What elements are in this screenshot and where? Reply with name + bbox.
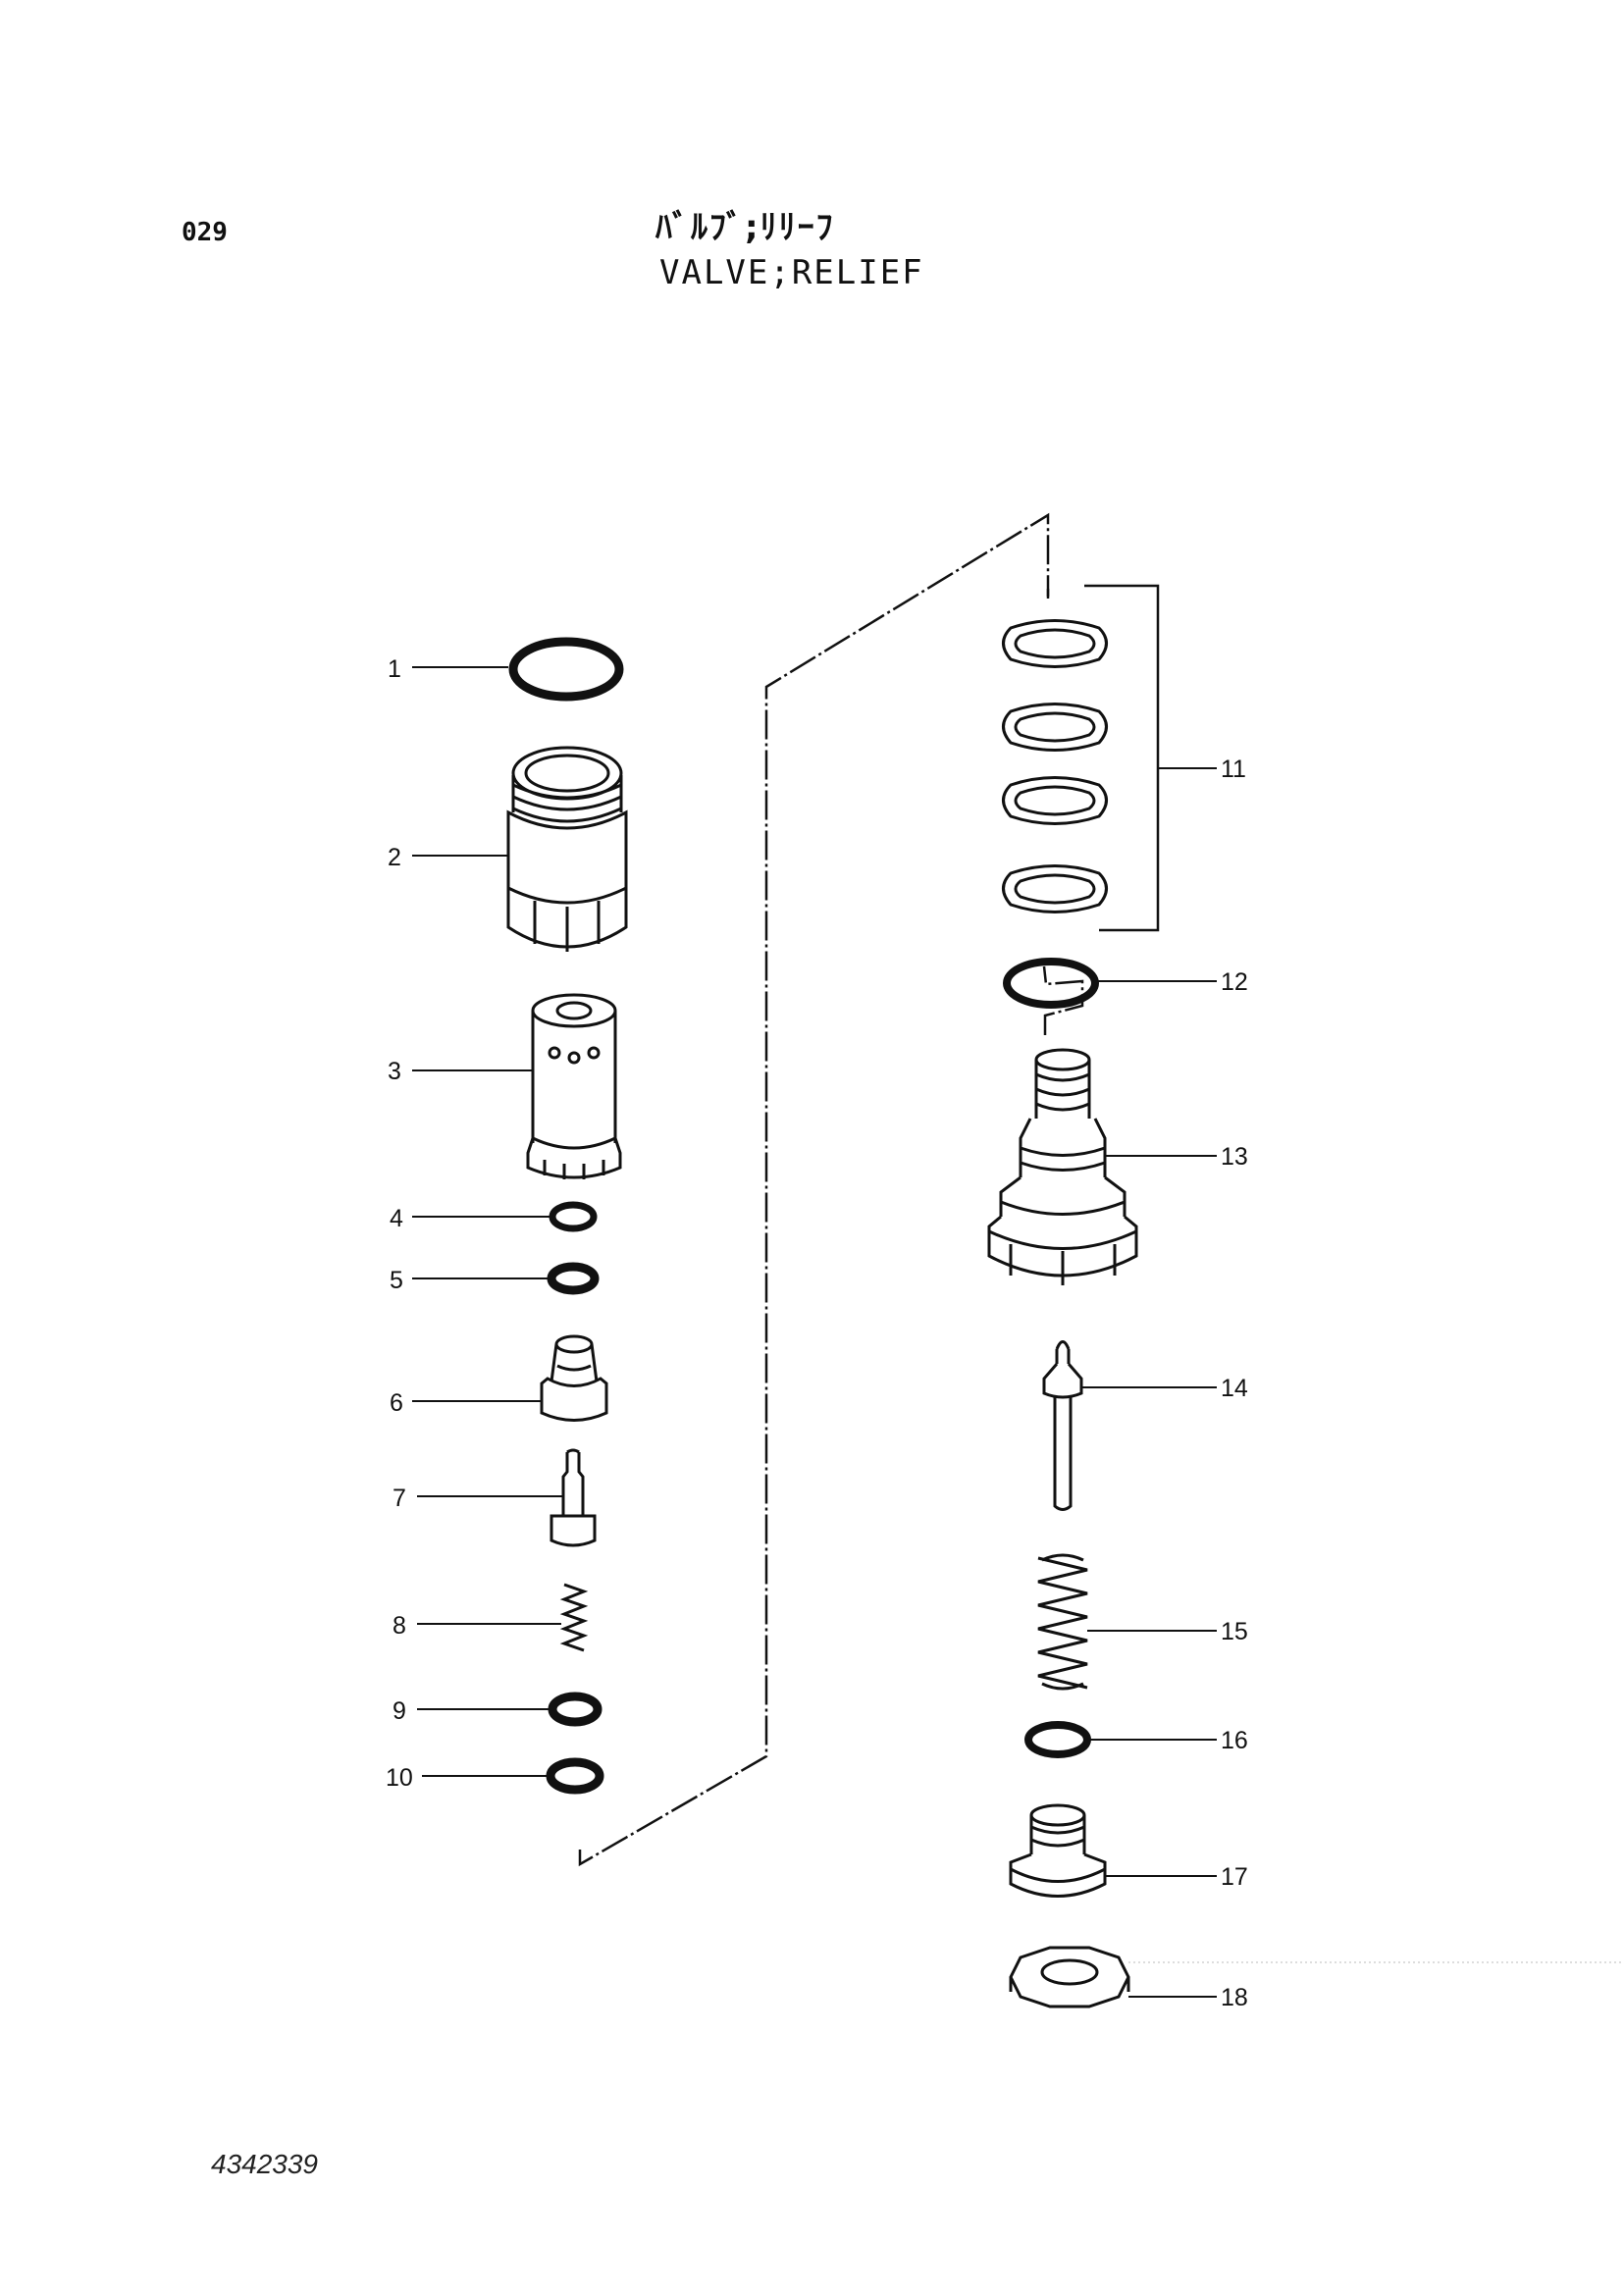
- callout-4: 4: [390, 1205, 403, 1232]
- part-6-poppet-seat: [412, 1334, 608, 1422]
- part-12-o-ring: [1003, 958, 1217, 1009]
- part-10-o-ring: [422, 1757, 604, 1795]
- callout-8: 8: [393, 1612, 406, 1640]
- part-11-backup-rings: [1002, 584, 1217, 932]
- callout-labels: 1 2 3 4 5 6 7 8 9 10 11 12 13 14 15 16 1…: [386, 655, 1248, 2011]
- part-13-cartridge: [987, 1048, 1217, 1285]
- callout-1: 1: [388, 655, 401, 683]
- callout-5: 5: [390, 1267, 403, 1294]
- callout-11: 11: [1221, 756, 1246, 783]
- part-14-poppet: [1042, 1340, 1217, 1511]
- part-5-o-ring: [412, 1262, 600, 1295]
- part-9-o-ring: [417, 1692, 602, 1727]
- title-english: VALVE;RELIEF: [659, 253, 924, 292]
- callout-7: 7: [393, 1485, 406, 1512]
- part-3-sleeve: [412, 993, 622, 1179]
- part-15-spring: [1037, 1553, 1217, 1691]
- callout-15: 15: [1221, 1618, 1248, 1645]
- document-number: 4342339: [211, 2149, 319, 2179]
- callout-13: 13: [1221, 1143, 1248, 1171]
- callout-14: 14: [1221, 1375, 1248, 1402]
- callout-12: 12: [1221, 968, 1248, 996]
- part-7-pin: [417, 1448, 597, 1547]
- part-17-adjusting-screw: [1009, 1803, 1217, 1898]
- assembly-path-dashed: [578, 512, 1084, 1867]
- part-18-lock-nut: [1009, 1946, 1624, 2008]
- callout-6: 6: [390, 1389, 403, 1417]
- callout-9: 9: [393, 1697, 406, 1725]
- callout-18: 18: [1221, 1984, 1248, 2011]
- part-2-plug: [412, 746, 628, 952]
- callout-3: 3: [388, 1058, 401, 1085]
- part-1-o-ring: [412, 637, 624, 702]
- part-4-o-ring: [412, 1201, 598, 1232]
- callout-2: 2: [388, 844, 401, 871]
- callout-16: 16: [1221, 1727, 1248, 1754]
- part-16-o-ring: [1024, 1721, 1217, 1758]
- callout-10: 10: [386, 1764, 413, 1792]
- part-8-spring-small: [417, 1583, 589, 1652]
- title-japanese: ﾊﾞﾙﾌﾞ;ﾘﾘｰﾌ: [655, 208, 835, 247]
- page-code: 029: [182, 218, 228, 247]
- callout-17: 17: [1221, 1863, 1248, 1891]
